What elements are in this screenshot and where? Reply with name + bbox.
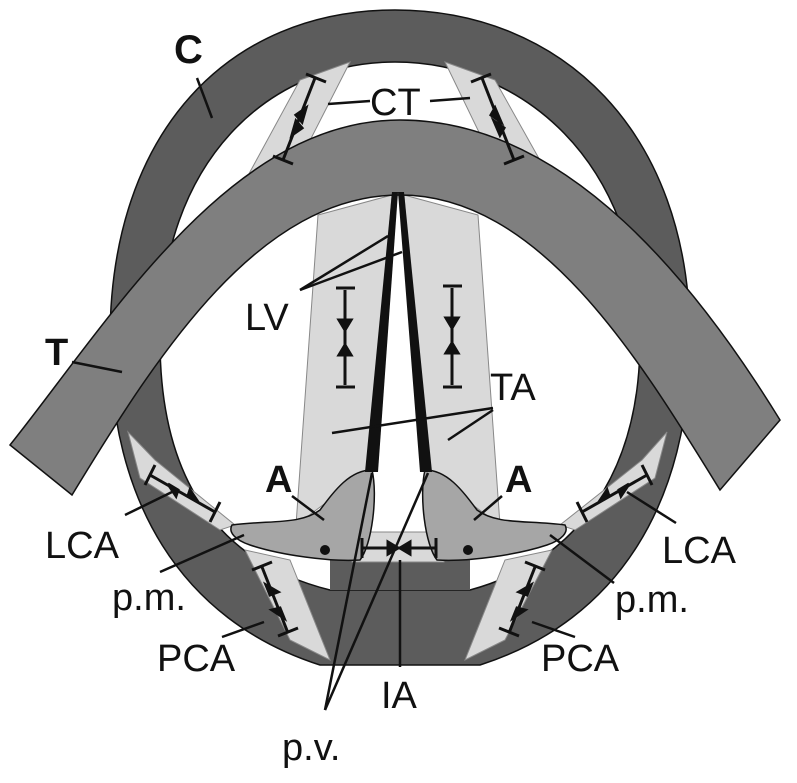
lateral-cricoarytenoid-right [558, 431, 668, 531]
label-interarytenoid: IA [381, 675, 418, 717]
vocal-fold-right [398, 192, 432, 472]
label-lv: LV [245, 297, 289, 339]
label-pca-left: PCA [157, 638, 236, 680]
label-ta: TA [490, 367, 536, 409]
label-lca-left: LCA [45, 525, 120, 567]
label-pm-left: p.m. [112, 577, 186, 619]
leader-lines [71, 77, 677, 711]
label-cricoid: C [174, 28, 203, 72]
arytenoid-dot-right [463, 545, 473, 555]
muscle-symbols [143, 72, 654, 638]
label-thyroid: T [45, 332, 68, 374]
arytenoid-cartilage-left [230, 469, 376, 562]
label-lca-right: LCA [662, 530, 737, 572]
vocal-fold-left [365, 192, 398, 472]
label-arytenoid-left: A [265, 459, 292, 501]
arytenoid-dot-left [320, 545, 330, 555]
thyroid-cartilage [8, 119, 781, 497]
label-arytenoid-right: A [505, 459, 532, 501]
lateral-cricoarytenoid-left [127, 430, 237, 531]
label-pca-right: PCA [541, 638, 620, 680]
label-pm-right: p.m. [615, 579, 689, 621]
arytenoid-cartilage-right [421, 469, 567, 562]
label-cricothyroid: CT [370, 82, 421, 124]
label-pv: p.v. [282, 727, 340, 769]
